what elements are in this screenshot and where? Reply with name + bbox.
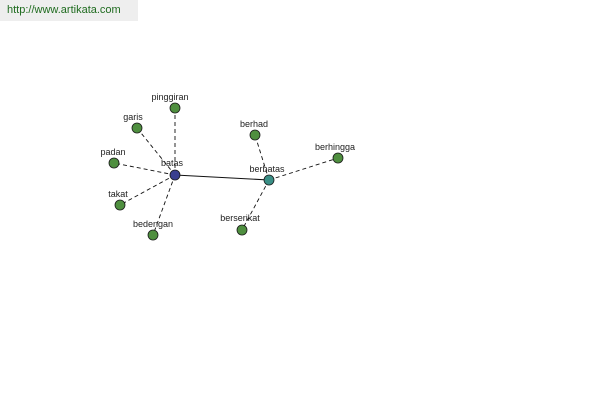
node-label-takat[interactable]: takat <box>108 189 128 199</box>
edge-berbatas-berhingga <box>268 157 339 181</box>
node-takat[interactable] <box>114 199 126 211</box>
node-label-pinggiran[interactable]: pinggiran <box>151 92 188 102</box>
edge-batas-berbatas <box>174 174 270 181</box>
edge-batas-bedengan <box>152 174 176 236</box>
node-label-berserikat[interactable]: berserikat <box>220 213 260 223</box>
node-label-garis[interactable]: garis <box>123 112 143 122</box>
edges-layer <box>113 108 339 236</box>
nodes-layer <box>108 102 344 241</box>
edge-berbatas-berhad <box>254 134 270 181</box>
edge-batas-takat <box>119 174 176 206</box>
node-berhingga[interactable] <box>332 152 344 164</box>
node-pinggiran[interactable] <box>169 102 181 114</box>
node-label-batas[interactable]: batas <box>161 158 184 168</box>
site-url-label[interactable]: http://www.artikata.com <box>0 0 138 21</box>
node-berserikat[interactable] <box>236 224 248 236</box>
node-bedengan[interactable] <box>147 229 159 241</box>
node-label-berhad[interactable]: berhad <box>240 119 268 129</box>
labels-layer: batas berbatas pinggiran garis padan takat bed… <box>100 92 355 229</box>
node-berhad[interactable] <box>249 129 261 141</box>
node-label-berbatas[interactable]: berbatas <box>249 164 285 174</box>
node-garis[interactable] <box>131 122 143 134</box>
node-padan[interactable] <box>108 157 120 169</box>
node-berbatas[interactable] <box>263 174 275 186</box>
edge-batas-padan <box>113 162 176 176</box>
edge-batas-garis <box>136 127 176 176</box>
edge-berbatas-berserikat <box>241 179 270 231</box>
node-label-berhingga[interactable]: berhingga <box>315 142 355 152</box>
node-label-padan[interactable]: padan <box>100 147 125 157</box>
node-batas[interactable] <box>169 169 181 181</box>
node-label-bedengan[interactable]: bedengan <box>133 219 173 229</box>
